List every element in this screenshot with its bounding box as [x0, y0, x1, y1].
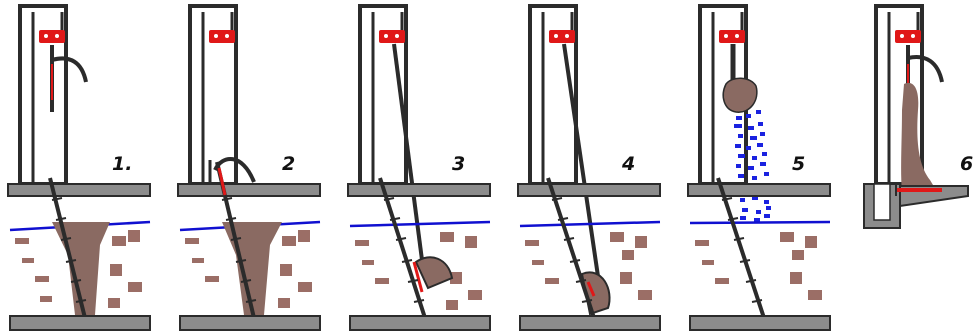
panel-5: 5 [687, 4, 831, 331]
lamp-icon [39, 30, 65, 43]
panel-number: 1. [112, 153, 132, 175]
lamp-icon [379, 30, 405, 43]
panel-2: 2 [177, 4, 321, 331]
panel-6: 6 [863, 4, 973, 229]
panel-3: 3 [347, 4, 491, 331]
probe-rod [48, 177, 87, 319]
base [9, 315, 151, 331]
panel-number: 4 [621, 153, 635, 175]
panel-number: 2 [282, 153, 295, 175]
lamp-icon [209, 30, 235, 43]
grab-bucket [414, 256, 454, 290]
panel-number: 5 [792, 153, 805, 175]
panel-4: 4 [517, 4, 661, 331]
deck [7, 183, 151, 197]
sediment-lump [722, 77, 758, 113]
lamp-icon [895, 30, 921, 43]
panel-1: 1. [7, 4, 151, 331]
water-drops [734, 110, 771, 222]
lamp-icon [549, 30, 575, 43]
sediment-dump [901, 82, 936, 192]
panel-number: 6 [960, 153, 973, 175]
lamp-icon [719, 30, 745, 43]
panel-number: 3 [452, 153, 465, 175]
sediment-chunks [15, 230, 142, 308]
